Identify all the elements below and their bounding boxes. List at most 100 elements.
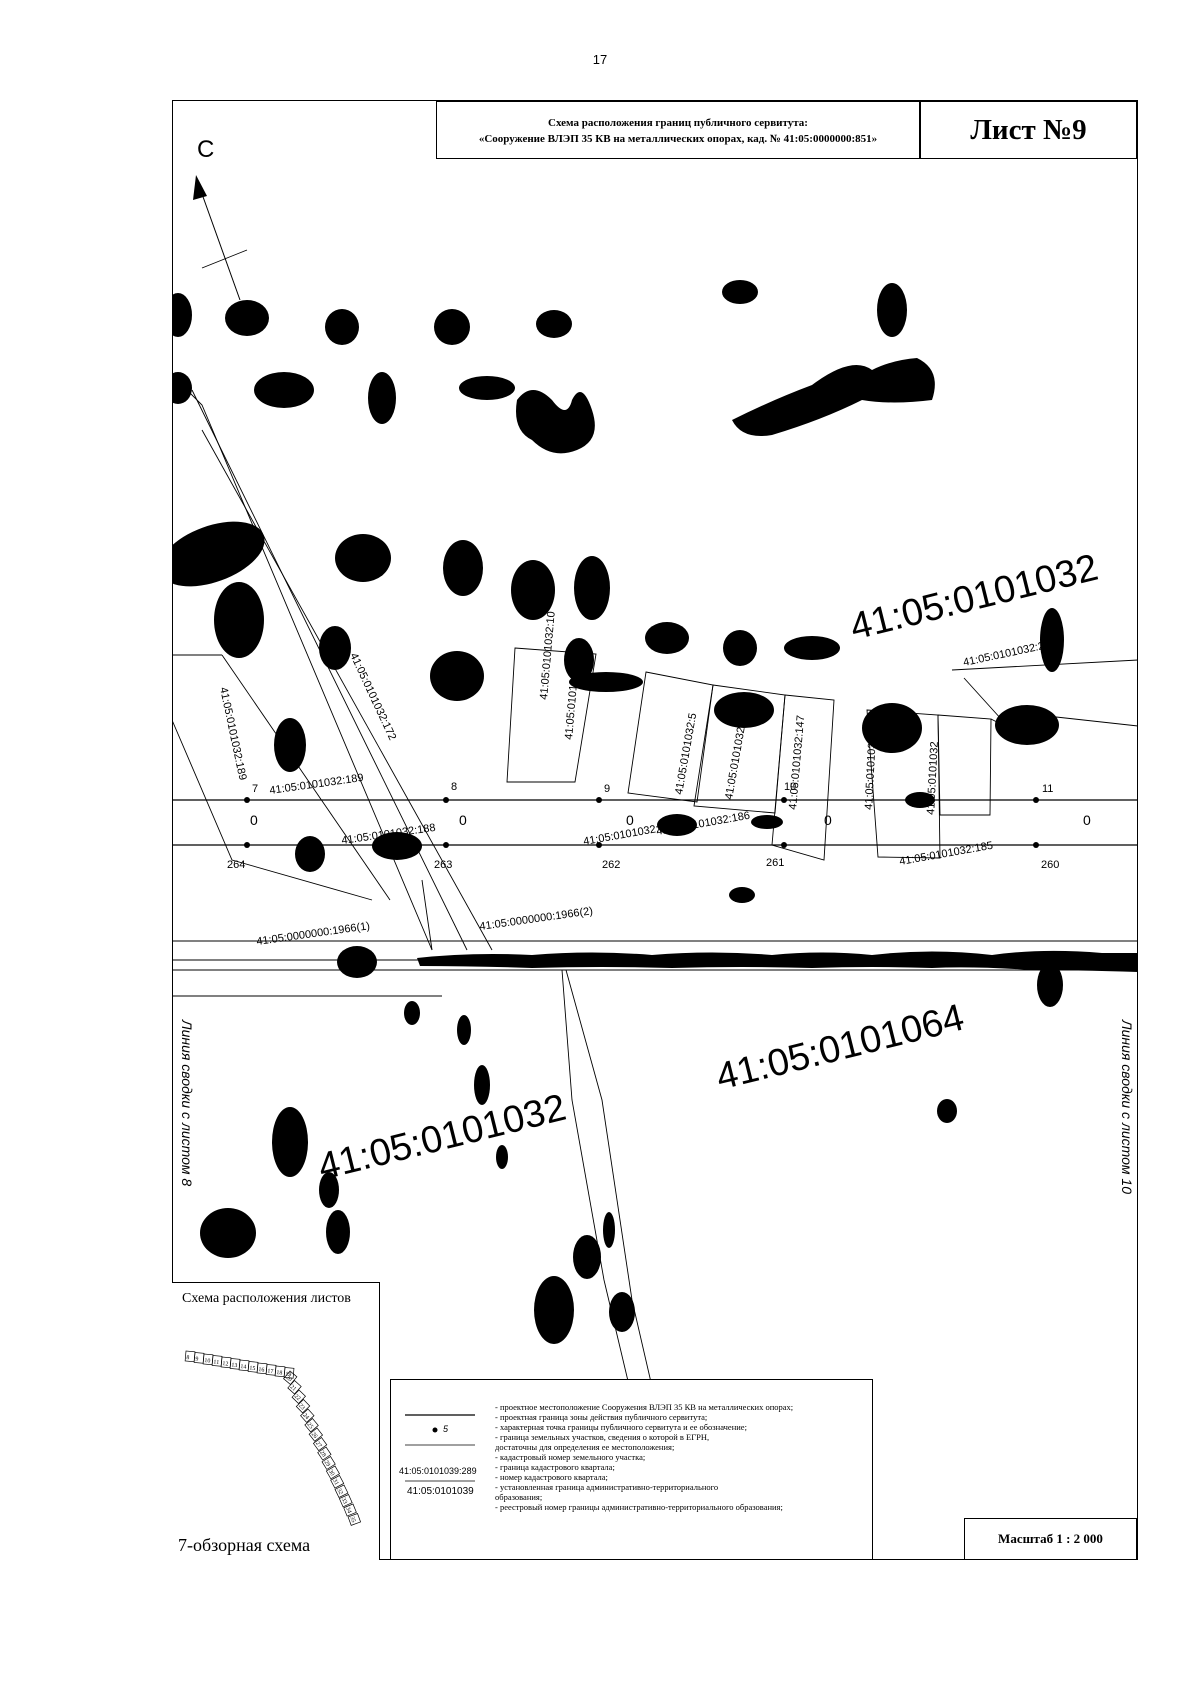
point-number: 7 (252, 783, 258, 795)
overview-sheet-number: 25 (305, 1422, 313, 1430)
map-canvas: 7 8 9 10 11 264 263 262 261 260 0 0 0 0 … (172, 175, 1138, 1560)
overview-sheet: 31 (330, 1475, 345, 1489)
point-number: 11 (1042, 783, 1053, 795)
point-number: 10 (784, 781, 796, 793)
point-number: 260 (1041, 859, 1059, 871)
overview-sheet: 29 (321, 1456, 336, 1470)
parcel-label: 41:05:0101032:5 (673, 712, 699, 795)
overview-sheet: 25 (304, 1418, 319, 1433)
vegetation-blobs (172, 280, 1138, 1344)
legend-item: - характерная точка границы публичного с… (495, 1422, 747, 1432)
overview-sheet-number: 15 (249, 1366, 256, 1373)
overview-sheet-number: 18 (276, 1370, 283, 1377)
overview-sheet: 34 (343, 1503, 357, 1517)
svg-text:0: 0 (626, 812, 634, 828)
overview-sheet-number: 22 (293, 1394, 301, 1402)
overview-sheet-number: 23 (297, 1403, 305, 1411)
title-line-2: «Сооружение ВЛЭП 35 КВ на металлических … (478, 133, 878, 145)
overview-sheet: 24 (300, 1408, 315, 1423)
overview-sheet: 33 (338, 1494, 353, 1508)
overview-sheet: 30 (325, 1465, 340, 1480)
parcel-label: 41:05:0101032:28 (962, 639, 1051, 669)
overview-sheet: 14 (238, 1359, 250, 1372)
overview-sheet: 21 (287, 1380, 302, 1395)
overview-sheet: 20 (283, 1370, 298, 1385)
overview-sheet: 23 (295, 1399, 311, 1414)
legend-parcel-example: 41:05:0101039:289 (399, 1466, 477, 1476)
overview-sheet-number: 13 (231, 1363, 238, 1370)
boundary-points (244, 797, 1039, 848)
overview-sheet: 28 (317, 1446, 332, 1461)
overview-sheet: 19 (283, 1367, 295, 1379)
sheet-label: Лист №9 (920, 101, 1137, 159)
overview-sheet: 35 (347, 1513, 362, 1526)
point-number: 9 (604, 783, 610, 795)
title-box: Схема расположения границ публичного сер… (436, 101, 920, 159)
boundary-label: 41:05:0000000:1966(2) (479, 905, 594, 933)
overview-sheet-number: 19 (285, 1372, 292, 1379)
point-number: 264 (227, 859, 245, 871)
legend-item: достаточны для определения ее местополож… (495, 1442, 675, 1452)
overview-sheet-number: 35 (348, 1516, 356, 1524)
legend: 5 41:05:0101039:289 41:05:0101039 - прое… (390, 1379, 873, 1560)
overview-sheet: 11 (211, 1355, 223, 1367)
legend-item: - установленная граница административно-… (495, 1482, 719, 1492)
overview-sheet-number: 26 (310, 1431, 318, 1439)
overview-sheet-number: 27 (314, 1441, 322, 1449)
overview-sheet: 32 (334, 1484, 349, 1498)
legend-item: образования; (495, 1492, 543, 1502)
parcel-label: 41:05:0101032:172 (347, 651, 398, 742)
page-number: 17 (592, 52, 608, 67)
legend-item: - граница земельных участков, сведения о… (495, 1432, 710, 1442)
overview-sheet-number: 33 (340, 1497, 348, 1505)
overview-sheet: 16 (256, 1362, 268, 1375)
svg-text:0: 0 (459, 812, 467, 828)
svg-text:0: 0 (1083, 812, 1091, 828)
overview-sheet-number: 17 (267, 1369, 274, 1376)
overview-sheet-number: 10 (204, 1358, 211, 1365)
quarter-number: 41:05:0101032 (846, 547, 1102, 649)
parcel-label: 41:05:0101032:189 (217, 686, 248, 781)
overview-sheet: 17 (265, 1364, 277, 1376)
point-number: 261 (766, 857, 784, 869)
overview-sheet: 26 (308, 1427, 324, 1442)
overview-sheet-number: 8 (186, 1355, 190, 1361)
overview-sheet-number: 34 (344, 1506, 352, 1514)
overview-sheet: 12 (220, 1356, 232, 1369)
parcel-label: 41:05:0101032:147 (787, 715, 807, 811)
overview-sheet: 18 (274, 1365, 286, 1378)
overview-sheet: 27 (312, 1437, 328, 1452)
parcel-label: 41:05:0101032 (563, 666, 581, 740)
title-line-1: Схема расположения границ публичного сер… (548, 117, 808, 129)
overview-sheet-number: 31 (331, 1478, 339, 1486)
match-line-left: Линия сводки с листом 8 (179, 1019, 195, 1186)
legend-quarter-example: 41:05:0101039 (407, 1486, 474, 1497)
overview-sheet: 22 (291, 1389, 306, 1404)
svg-text:0: 0 (824, 812, 832, 828)
overview-sheet-number: 30 (327, 1469, 335, 1477)
quarter-number: 41:05:0101032 (314, 1087, 570, 1189)
parcel-label: 41:05:0101032:10 (538, 611, 558, 700)
overview-sheet-number: 21 (289, 1384, 297, 1392)
parcel-label: 41:05:0101032:1 (863, 727, 879, 810)
parcel-label: 41:05:0101032:186 (655, 810, 750, 838)
point-number: 263 (434, 859, 452, 871)
overview-sheet: 8 (184, 1350, 196, 1363)
overview-sheet-number: 24 (301, 1412, 309, 1420)
svg-text:0: 0 (250, 812, 258, 828)
legend-item: - проектная граница зоны действия публич… (495, 1412, 708, 1422)
quarter-number: 41:05:0101064 (712, 997, 968, 1099)
overview-sheet-number: 12 (222, 1361, 229, 1368)
parcel-label: 41:05:0101032 (925, 741, 941, 815)
pole-symbols: 0 0 0 0 0 (250, 812, 1091, 828)
point-number: 262 (602, 859, 620, 871)
overview-sheet-number: 32 (335, 1488, 343, 1496)
scale-label: Масштаб 1 : 2 000 (964, 1518, 1137, 1560)
north-label: С (197, 136, 215, 163)
overview-sheet: 13 (229, 1358, 241, 1370)
legend-symbols (405, 1414, 475, 1482)
point-number: 8 (451, 781, 457, 793)
legend-point-symbol: 5 (443, 1424, 449, 1434)
overview-sheet-number: 20 (284, 1375, 292, 1383)
